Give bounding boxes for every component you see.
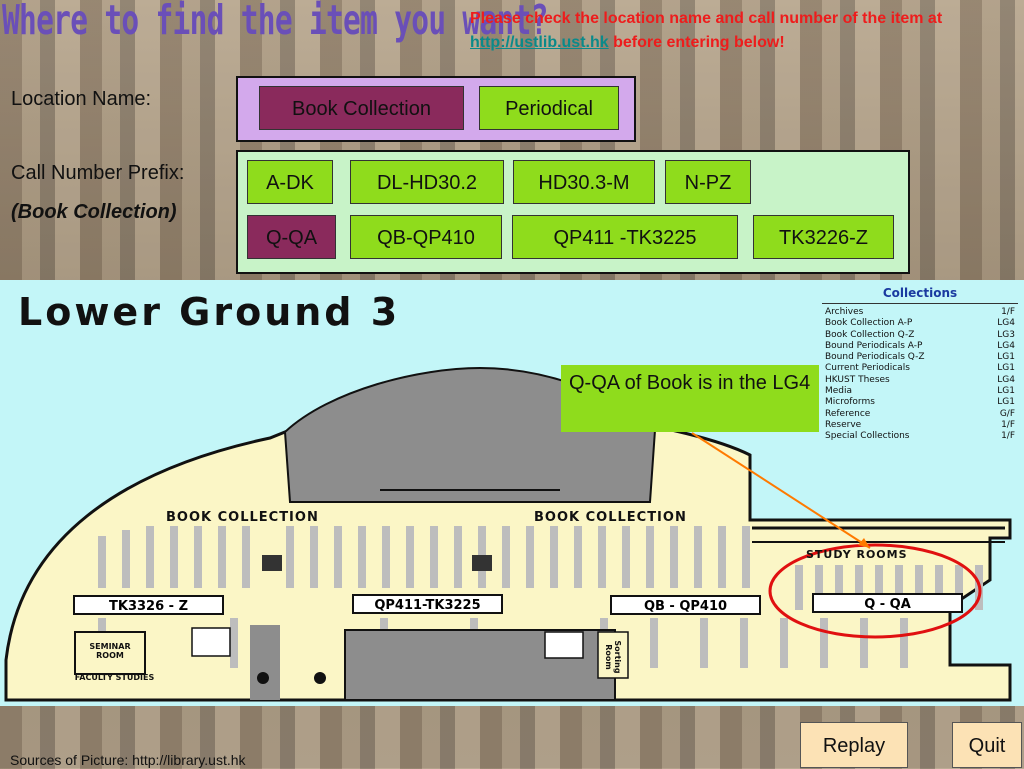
- library-link[interactable]: http://ustlib.ust.hk: [470, 34, 609, 51]
- location-periodical-button[interactable]: Periodical: [479, 86, 619, 130]
- toilet-box-2: [544, 631, 584, 659]
- shelf-label-qp411-tk3225: QP411-TK3225: [352, 594, 503, 614]
- study-rooms-label: STUDY ROOMS: [806, 548, 908, 561]
- call-tk3226-z-button[interactable]: TK3226-Z: [753, 215, 894, 259]
- shelf-label-q-qa: Q - QA: [812, 593, 963, 613]
- legend-heading: Collections: [822, 286, 1018, 304]
- callout-arrow: [691, 432, 871, 549]
- highlight-ellipse: [768, 543, 982, 639]
- shelf-label-qb-qp410: QB - QP410: [610, 595, 761, 615]
- shelf-label-tk3326-z: TK3326 - Z: [73, 595, 224, 615]
- book-collection-label-left: BOOK COLLECTION: [166, 510, 319, 525]
- quit-button[interactable]: Quit: [952, 722, 1022, 768]
- toilet-box-1: [191, 627, 231, 657]
- call-number-label: Call Number Prefix:: [11, 162, 185, 184]
- notice-prefix: Please check the location name and call …: [470, 10, 943, 27]
- call-dl-hd30-2-button[interactable]: DL-HD30.2: [350, 160, 504, 204]
- book-collection-label-right: BOOK COLLECTION: [534, 510, 687, 525]
- notice-text: Please check the location name and call …: [470, 7, 1010, 55]
- call-n-pz-button[interactable]: N-PZ: [665, 160, 751, 204]
- call-number-sublabel: (Book Collection): [11, 201, 177, 223]
- call-qp411-tk3225-button[interactable]: QP411 -TK3225: [512, 215, 738, 259]
- sorting-room-label: Sorting Room: [604, 640, 622, 674]
- replay-button[interactable]: Replay: [800, 722, 908, 768]
- call-a-dk-button[interactable]: A-DK: [247, 160, 333, 204]
- sorting-room-box: [597, 631, 629, 679]
- picture-source: Sources of Picture: http://library.ust.h…: [10, 752, 246, 768]
- call-hd30-3-m-button[interactable]: HD30.3-M: [513, 160, 655, 204]
- floor-plan-drawing: [4, 366, 1012, 702]
- notice-suffix: before entering below!: [608, 34, 785, 51]
- faculty-studies-label: FACULTY STUDIES: [74, 673, 155, 682]
- location-label: Location Name:: [11, 88, 152, 110]
- seminar-room-label: SEMINAR ROOM: [89, 642, 131, 660]
- seminar-room-box: [74, 631, 146, 675]
- call-q-qa-button[interactable]: Q-QA: [247, 215, 336, 259]
- page-title: Where to find the item you want?: [2, 0, 548, 44]
- location-book-collection-button[interactable]: Book Collection: [259, 86, 464, 130]
- call-qb-qp410-button[interactable]: QB-QP410: [350, 215, 502, 259]
- map-title: Lower Ground 3: [18, 290, 401, 334]
- location-callout: Q-QA of Book is in the LG4: [561, 365, 819, 432]
